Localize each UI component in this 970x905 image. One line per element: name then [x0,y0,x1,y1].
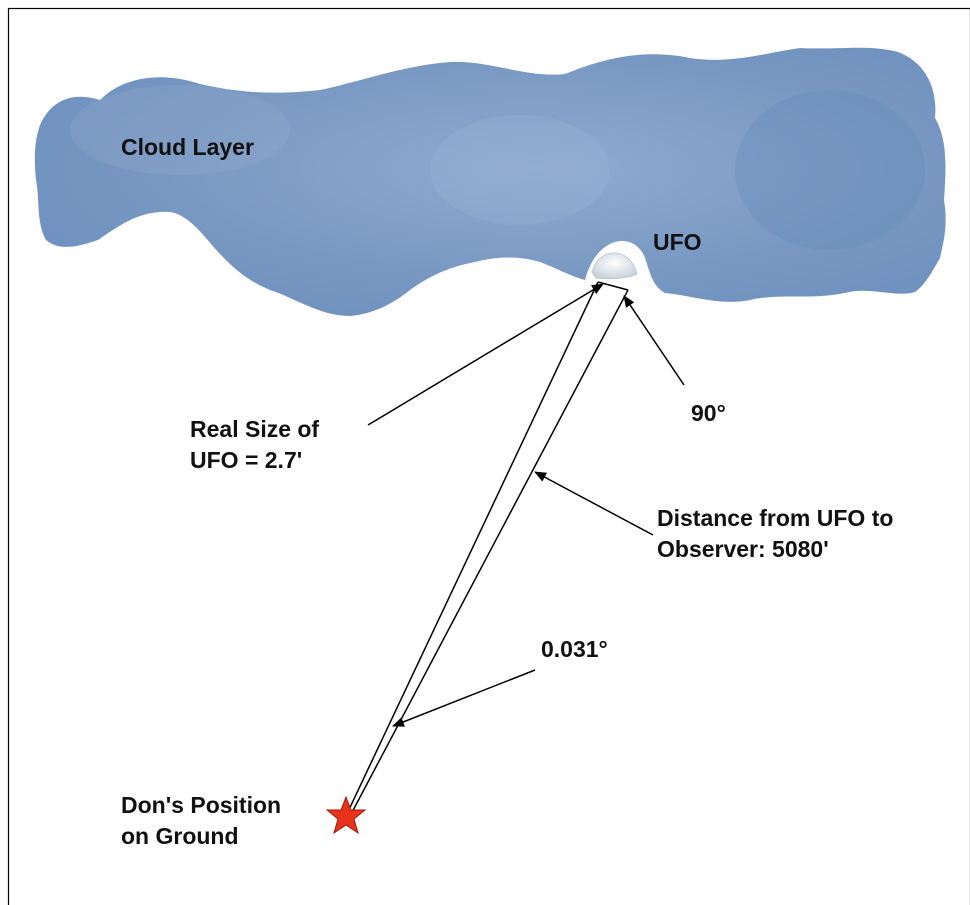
sight-line-right [348,289,629,819]
distance-line-1: Distance from UFO to [657,505,894,531]
cloud-layer-label: Cloud Layer [121,134,254,160]
angular-size-label: 0.031° [541,636,608,662]
real-size-label: Real Size of UFO = 2.7' [190,414,319,476]
real-size-line-1: Real Size of [190,416,320,442]
observer-star-icon [325,795,367,835]
real-size-pointer [367,283,604,426]
observer-line-1: Don's Position [121,792,282,818]
right-angle-pointer [623,295,685,386]
diagram-border [7,7,970,905]
observer-line-2: on Ground [121,823,239,849]
real-size-line-2: UFO = 2.7' [190,447,303,473]
distance-label: Distance from UFO to Observer: 5080' [657,503,893,565]
cloud-shade [70,85,290,175]
distance-line-2: Observer: 5080' [657,536,829,562]
ufo-size-baseline [597,281,629,291]
cloud-shade [430,115,610,225]
ufo-object [591,252,638,280]
sight-line-left [344,281,599,819]
cloud-layer [34,47,946,316]
cloud-shade [735,90,925,250]
distance-pointer [534,471,654,536]
angle-pointer [392,669,536,727]
observer-label: Don's Position on Ground [121,790,281,852]
right-angle-label: 90° [691,400,726,426]
ufo-label: UFO [653,229,702,255]
